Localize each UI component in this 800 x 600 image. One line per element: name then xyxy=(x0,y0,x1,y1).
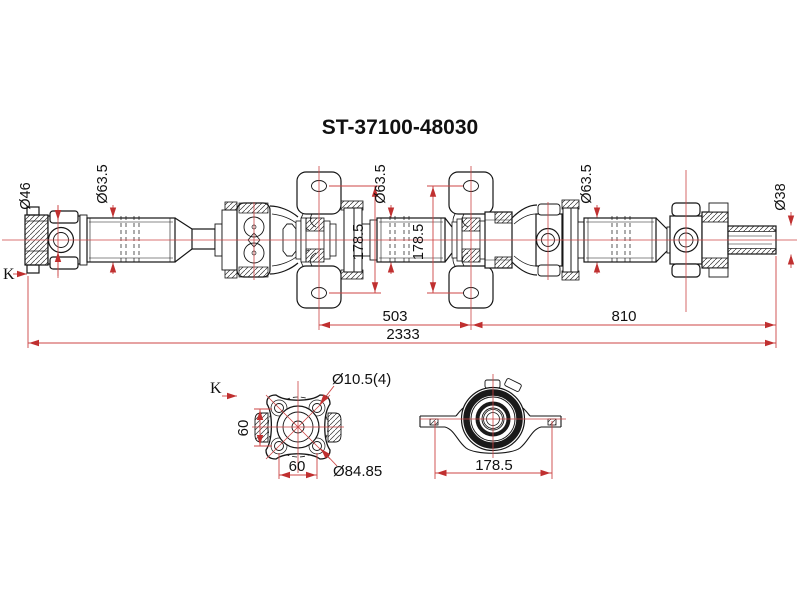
label-bolt-circle-dia: Ø84.85 xyxy=(333,463,382,480)
centerlines xyxy=(2,166,797,473)
dim-overall-length xyxy=(27,256,777,348)
label-bearing-mount-span: 178.5 xyxy=(475,457,513,474)
dim-bracket-height-1 xyxy=(329,185,381,294)
label-tube-dia-3: Ø63.5 xyxy=(579,164,595,204)
label-bolt-pitch-vertical: 60 xyxy=(235,420,252,437)
label-bracket-height-1: 178.5 xyxy=(351,224,367,260)
dim-bolt-hole-leader xyxy=(319,385,335,405)
label-rear-section-length: 810 xyxy=(611,308,636,325)
label-view-k-flange: K xyxy=(210,380,222,397)
label-tube-dia-2: Ø63.5 xyxy=(373,164,389,204)
label-bolt-pitch-horizontal: 60 xyxy=(289,458,306,475)
label-end-spline-dia: Ø38 xyxy=(773,183,789,210)
label-view-k-main: K xyxy=(3,266,15,283)
dimension-lines xyxy=(13,185,795,479)
label-flange-pilot-dia: Ø46 xyxy=(18,182,34,209)
dim-bolt-pitch-horizontal xyxy=(278,453,318,479)
center-bearing-front-view xyxy=(419,378,562,454)
label-tube-dia-1: Ø63.5 xyxy=(95,164,111,204)
dim-bearing-mount-span xyxy=(434,421,553,479)
dim-bolt-circle-leader xyxy=(320,448,338,467)
label-bracket-height-2: 178.5 xyxy=(411,224,427,260)
label-bolt-hole-dia: Ø10.5(4) xyxy=(332,371,391,388)
dim-bracket-height-2 xyxy=(427,185,463,294)
propshaft-side-view xyxy=(24,171,777,309)
label-overall-length: 2333 xyxy=(386,326,419,343)
part-number: ST-37100-48030 xyxy=(322,116,478,139)
label-bearing-spacing: 503 xyxy=(382,308,407,325)
dim-bolt-pitch-vertical xyxy=(254,408,272,447)
